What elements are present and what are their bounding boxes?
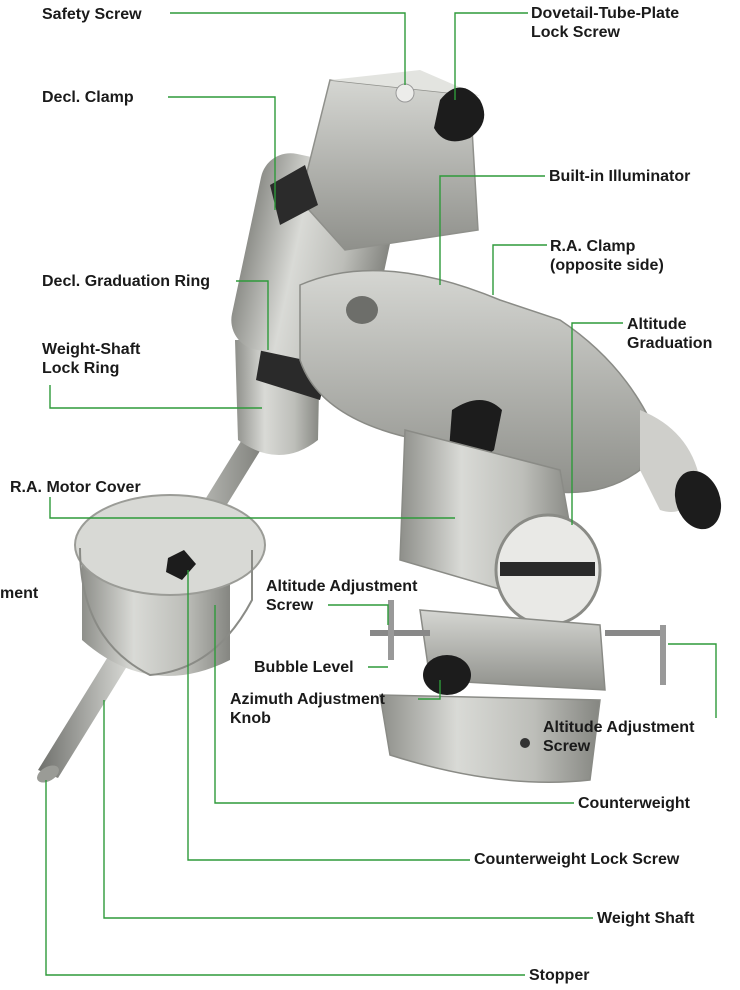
label-altitude-adjustment-screw-right: Altitude Adjustment Screw	[543, 718, 694, 756]
label-altitude-graduation: Altitude Graduation	[627, 315, 712, 353]
label-weight-shaft-lock-line1: Weight-Shaft	[42, 341, 141, 358]
label-alt-adj-right-line2: Screw	[543, 738, 591, 755]
label-counterweight-lock-screw: Counterweight Lock Screw	[474, 851, 680, 868]
label-ra-clamp-line1: R.A. Clamp	[550, 238, 636, 255]
label-cut-off: ment	[0, 585, 39, 602]
label-ra-motor-cover: R.A. Motor Cover	[10, 479, 141, 496]
label-stopper: Stopper	[529, 967, 590, 984]
label-azimuth-adjustment-knob: Azimuth Adjustment Knob	[230, 690, 385, 728]
label-azimuth-line1: Azimuth Adjustment	[230, 691, 385, 708]
label-ra-clamp: R.A. Clamp (opposite side)	[550, 237, 664, 275]
label-bubble-level: Bubble Level	[254, 659, 354, 676]
label-counterweight: Counterweight	[578, 795, 690, 812]
label-alt-adj-right-line1: Altitude Adjustment	[543, 719, 695, 736]
label-altitude-graduation-line1: Altitude	[627, 316, 687, 333]
label-dovetail-line1: Dovetail-Tube-Plate	[531, 5, 680, 22]
label-decl-clamp: Decl. Clamp	[42, 89, 134, 106]
counterweight-part	[74, 494, 266, 677]
label-alt-adj-left-line1: Altitude Adjustment	[266, 578, 418, 595]
label-weight-shaft-lock-ring: Weight-Shaft Lock Ring	[42, 340, 140, 378]
label-weight-shaft-lock-line2: Lock Ring	[42, 360, 120, 377]
base-block	[370, 600, 666, 783]
label-built-in-illuminator: Built-in Illuminator	[549, 168, 691, 185]
label-weight-shaft: Weight Shaft	[597, 910, 695, 927]
label-altitude-adjustment-screw-left: Altitude Adjustment Screw	[266, 577, 417, 615]
label-dovetail-lock-screw: Dovetail-Tube-Plate Lock Screw	[531, 4, 679, 42]
altitude-dial	[494, 513, 602, 627]
label-dovetail-line2: Lock Screw	[531, 24, 620, 41]
label-safety-screw: Safety Screw	[42, 6, 142, 23]
ra-housing	[299, 269, 722, 530]
label-decl-graduation-ring: Decl. Graduation Ring	[42, 273, 211, 290]
label-azimuth-line2: Knob	[230, 710, 271, 727]
label-alt-adj-left-line2: Screw	[266, 597, 314, 614]
label-altitude-graduation-line2: Graduation	[627, 335, 713, 352]
leader-lines	[45, 12, 717, 976]
label-ra-clamp-line2: (opposite side)	[550, 257, 664, 274]
